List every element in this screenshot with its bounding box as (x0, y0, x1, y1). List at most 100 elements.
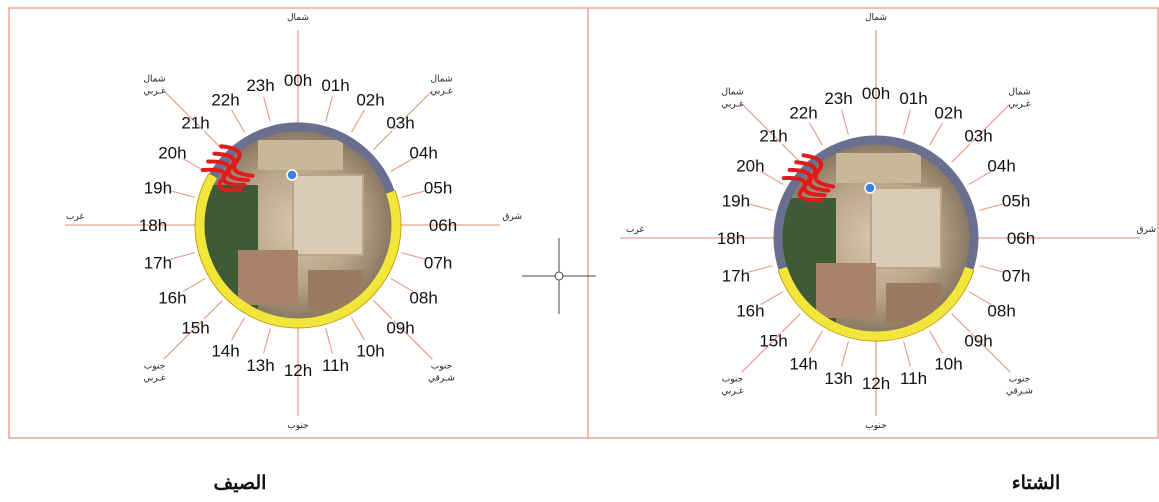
hour-ray (979, 265, 1005, 274)
wind-arrow (801, 153, 836, 189)
hour-ray (350, 109, 366, 133)
hour-ray (325, 96, 334, 122)
hour-label: 04h (409, 144, 437, 163)
hour-ray (951, 313, 971, 333)
hour-ray (747, 265, 773, 274)
hour-label: 20h (736, 157, 764, 176)
hour-label: 16h (158, 289, 186, 308)
ordinal-ray (393, 90, 433, 130)
hour-label: 01h (321, 76, 349, 95)
hour-ray (350, 317, 366, 341)
hour-label: 22h (211, 90, 239, 109)
hour-ray (840, 341, 849, 367)
hour-label: 05h (424, 179, 452, 198)
crosshair-marker (522, 238, 596, 314)
hour-ray (262, 328, 271, 354)
hour-ray (230, 109, 246, 133)
hour-ray (903, 341, 912, 367)
hour-ray (903, 109, 912, 135)
hour-ray (760, 290, 784, 306)
hour-ray (951, 143, 971, 163)
hour-label: 08h (409, 289, 437, 308)
location-pin-icon (864, 182, 876, 194)
hour-label: 10h (356, 342, 384, 361)
diagram-frame (8, 7, 1159, 439)
hour-ray (760, 170, 784, 186)
south-label: جنوب (287, 421, 308, 431)
hour-ray (390, 157, 414, 173)
hour-label: 08h (987, 302, 1015, 321)
hour-ray (169, 189, 195, 198)
hour-label: 20h (158, 144, 186, 163)
wind-arrow (787, 167, 827, 198)
hour-label: 15h (181, 319, 209, 338)
hour-ray (390, 277, 414, 293)
wind-arrow (781, 176, 823, 203)
ordinal-ray (163, 90, 203, 130)
hour-label: 19h (722, 192, 750, 211)
shade-arc (773, 135, 979, 270)
hour-ray (230, 317, 246, 341)
ordinal-ray (163, 320, 203, 360)
sun-arc (778, 266, 974, 341)
hour-label: 02h (356, 90, 384, 109)
hour-label: 07h (424, 254, 452, 273)
hour-ray (747, 202, 773, 211)
hour-label: 13h (824, 369, 852, 388)
hour-label: 00h (284, 71, 312, 90)
hour-label: 14h (789, 355, 817, 374)
hour-ray (968, 290, 992, 306)
hour-ray (373, 130, 393, 150)
season-label-winter: الشتاء (1012, 472, 1060, 494)
hour-label: 13h (246, 356, 274, 375)
hour-label: 23h (824, 89, 852, 108)
hour-label: 21h (181, 114, 209, 133)
hour-label: 05h (1002, 192, 1030, 211)
hour-label: 11h (322, 356, 349, 375)
hour-label: 00h (862, 84, 890, 103)
hour-label: 17h (144, 254, 172, 273)
north-label: شمال (865, 13, 887, 23)
hour-label: 03h (964, 127, 992, 146)
hour-ray (325, 328, 334, 354)
hour-label: 09h (386, 319, 414, 338)
hour-ray (928, 330, 944, 354)
shade-arc (209, 122, 395, 194)
hour-ray (182, 277, 206, 293)
hour-label: 18h (139, 216, 167, 235)
hour-ray (781, 143, 801, 163)
hour-ray (203, 300, 223, 320)
hour-label: 11h (900, 369, 927, 388)
ordinal-ray (971, 333, 1011, 373)
season-label-summer: الصيف (214, 472, 267, 494)
east-label: شرق (503, 212, 523, 222)
wind-arrow (794, 160, 831, 193)
hour-label: 15h (759, 332, 787, 351)
hour-label: 22h (789, 103, 817, 122)
hour-label: 01h (899, 89, 927, 108)
hour-label: 12h (284, 361, 312, 380)
hour-ray (979, 202, 1005, 211)
hour-ray (401, 252, 427, 261)
hour-label: 02h (934, 103, 962, 122)
wind-arrow (206, 159, 247, 187)
hour-label: 03h (386, 114, 414, 133)
hour-label: 06h (429, 216, 457, 235)
hour-ray (401, 189, 427, 198)
south-label: جنوب (865, 421, 886, 431)
hour-label: 06h (1007, 229, 1035, 248)
ordinal-ray (741, 333, 781, 373)
hour-ray (840, 109, 849, 135)
ordinal-ray (741, 103, 781, 143)
hour-label: 19h (144, 179, 172, 198)
sun-arc-edge (194, 173, 402, 329)
